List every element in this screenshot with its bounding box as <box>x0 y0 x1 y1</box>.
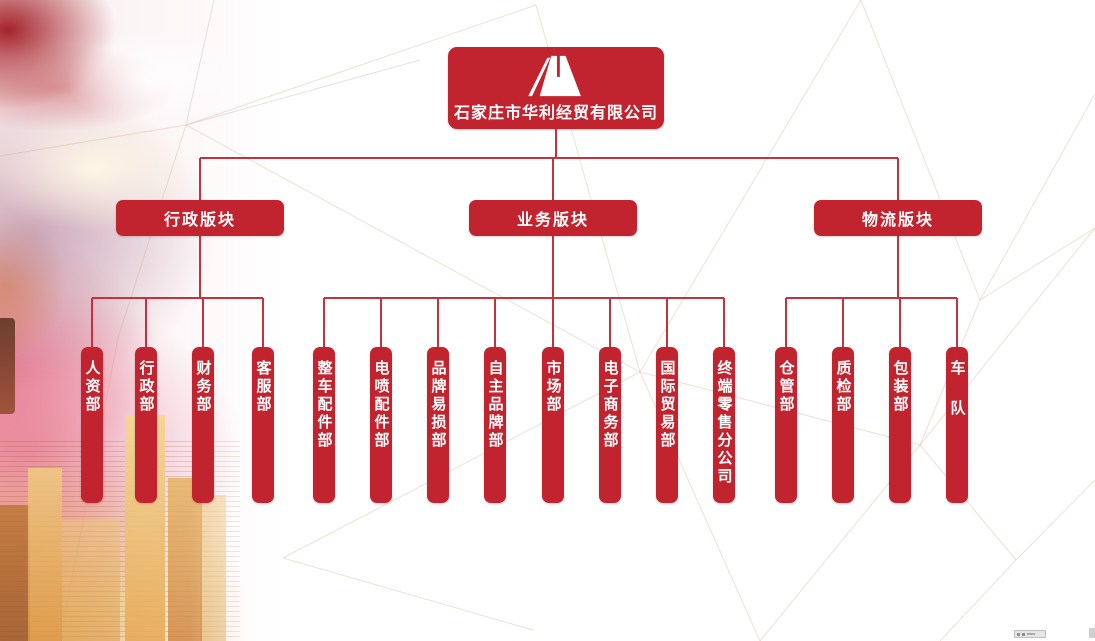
department-node: 行政部 <box>135 347 157 503</box>
department-label: 车队 <box>948 360 966 440</box>
department-label: 行政部 <box>137 360 155 414</box>
company-logo-icon <box>528 55 581 97</box>
corner-artifact <box>1089 628 1095 638</box>
department-node: 包装部 <box>889 347 911 503</box>
background-photo <box>0 0 370 641</box>
company-name: 石家庄市华利经贸有限公司 <box>453 105 658 122</box>
scrollbar-artifact[interactable] <box>1014 630 1046 638</box>
division-node: 物流版块 <box>814 200 982 236</box>
department-label: 电子商务部 <box>601 360 619 450</box>
department-label: 质检部 <box>834 360 852 414</box>
department-node: 车队 <box>946 347 968 503</box>
department-node: 客服部 <box>252 347 274 503</box>
division-node: 业务版块 <box>469 200 637 236</box>
department-node: 质检部 <box>832 347 854 503</box>
department-node: 财务部 <box>192 347 214 503</box>
department-label: 国际贸易部 <box>658 360 676 450</box>
department-label: 品牌易损部 <box>429 360 447 450</box>
department-label: 电喷配件部 <box>372 360 390 450</box>
department-node: 市场部 <box>542 347 564 503</box>
department-label: 包装部 <box>891 360 909 414</box>
department-label: 客服部 <box>254 360 272 414</box>
department-label: 市场部 <box>544 360 562 414</box>
department-node: 仓管部 <box>775 347 797 503</box>
department-node: 自主品牌部 <box>484 347 506 503</box>
department-node: 人资部 <box>81 347 103 503</box>
background-city-skyline <box>0 400 345 641</box>
division-label: 业务版块 <box>516 212 589 229</box>
department-label: 仓管部 <box>777 360 795 414</box>
department-node: 电喷配件部 <box>370 347 392 503</box>
department-node: 整车配件部 <box>313 347 335 503</box>
department-node: 国际贸易部 <box>656 347 678 503</box>
department-node: 电子商务部 <box>599 347 621 503</box>
department-label: 自主品牌部 <box>486 360 504 450</box>
department-label: 终端零售分公司 <box>715 360 733 486</box>
background-pagoda <box>0 318 15 414</box>
department-label: 财务部 <box>194 360 212 414</box>
department-label: 整车配件部 <box>315 360 333 450</box>
company-node: 石家庄市华利经贸有限公司 <box>448 47 664 129</box>
division-label: 物流版块 <box>861 212 934 229</box>
department-node: 终端零售分公司 <box>713 347 735 503</box>
department-label: 人资部 <box>83 360 101 414</box>
department-node: 品牌易损部 <box>427 347 449 503</box>
division-label: 行政版块 <box>163 212 236 229</box>
division-node: 行政版块 <box>116 200 284 236</box>
